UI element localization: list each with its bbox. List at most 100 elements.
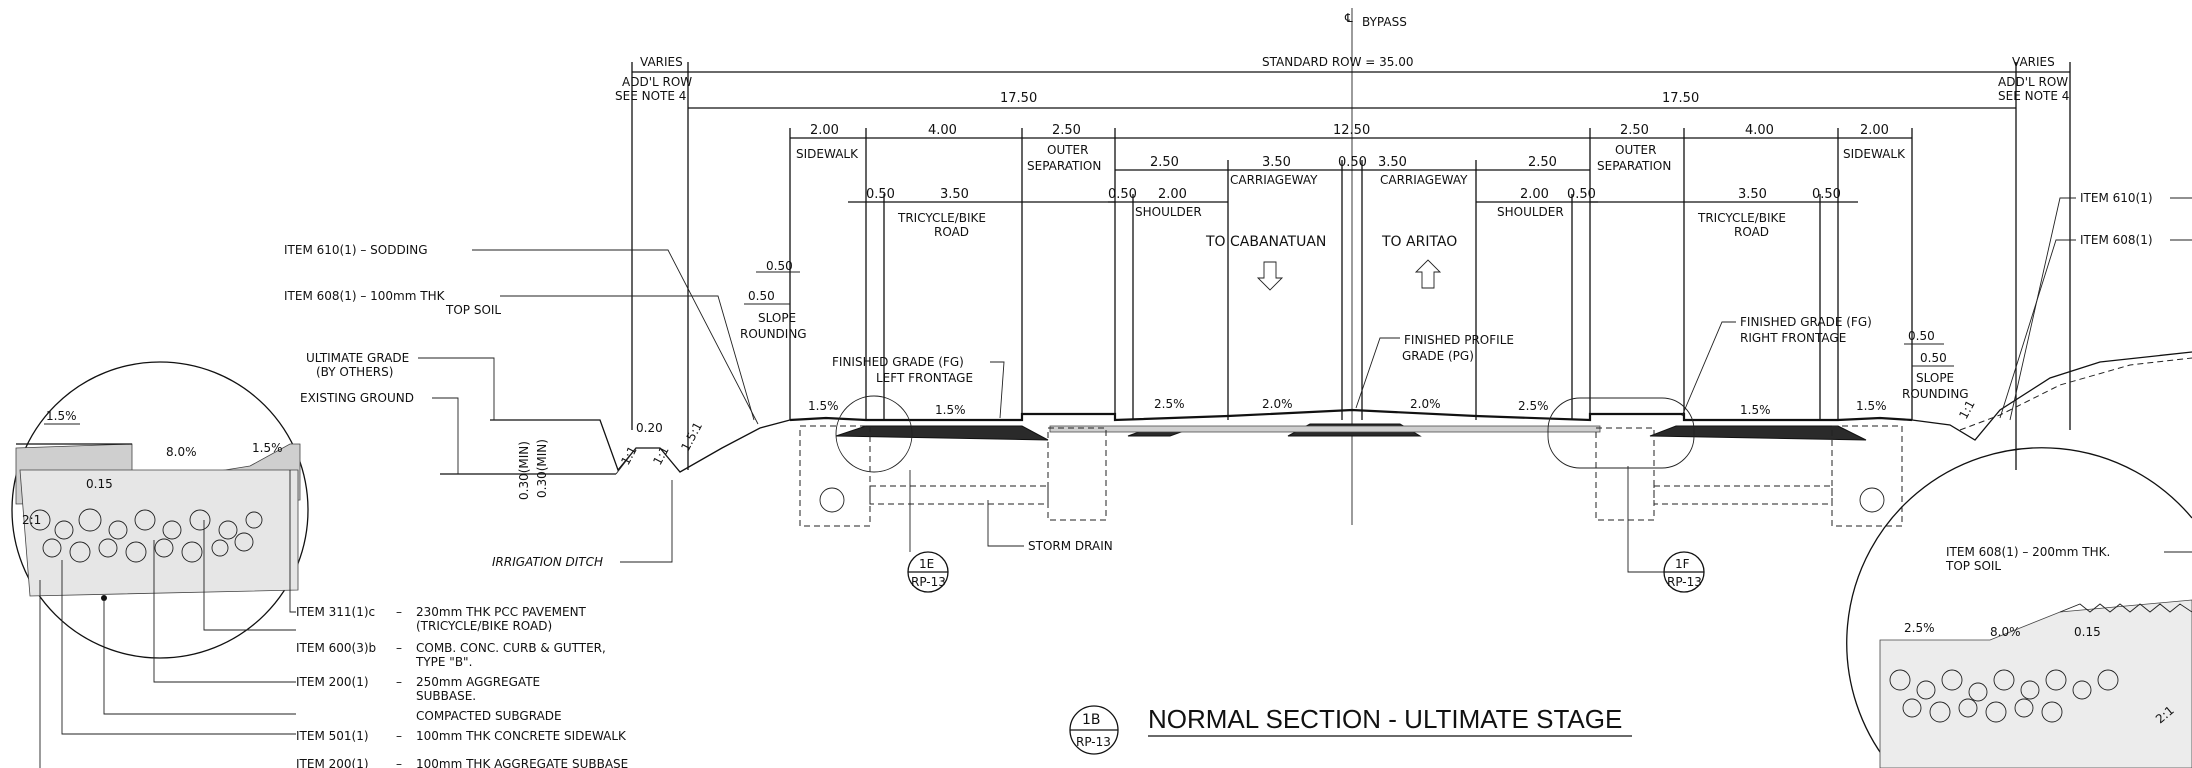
detail-reference-1e: 1E RP-13 [907,470,949,593]
varies-left: VARIES [640,55,683,69]
slope-3: 2.5% [1154,397,1185,411]
label-outer-sep-right-2: SEPARATION [1597,159,1671,173]
aggregate-stones [29,508,263,563]
slope-1: 1.5% [808,399,839,413]
detail-circle-right: ITEM 608(1) – 200mm THK. TOP SOIL 2.5% 8… [1846,447,2192,768]
arrow-up-icon [1414,259,1442,289]
ref-1f-bottom: RP-13 [1667,575,1702,589]
fg-left-2: LEFT FRONTAGE [876,371,973,385]
slope-rounding-r-dim-a: 0.50 [1908,329,1935,343]
ref-1e-top: 1E [919,557,934,571]
slope-5: 2.0% [1410,397,1441,411]
half-width-left: 17.50 [1000,91,1037,106]
legend-desc-6: 100mm THK AGGREGATE SUBBASE [416,757,628,768]
legend-desc-2a: COMB. CONC. CURB & GUTTER, [416,641,606,655]
section-title: NORMAL SECTION - ULTIMATE STAGE [1148,704,1622,734]
drawing-title: 1B RP-13 NORMAL SECTION - ULTIMATE STAGE [1069,704,1632,755]
dim-sidewalk-left: 2.00 [810,123,839,138]
callout-item608-a: ITEM 608(1) – 100mm THK [284,289,446,303]
detail-left-slope-2: 8.0% [166,445,197,459]
dim-gutter-right: 0.50 [1567,187,1596,202]
label-carriageway-left: CARRIAGEWAY [1230,173,1318,187]
dim-separation-right: 2.50 [1620,123,1649,138]
ref-1e-bottom: RP-13 [911,575,946,589]
detail-right-item-2: TOP SOIL [1945,559,2001,573]
dim-separation-left: 2.50 [1052,123,1081,138]
ref-1f-top: 1F [1675,557,1690,571]
label-carriageway-right: CARRIAGEWAY [1380,173,1468,187]
addl-row-right: ADD'L ROW [1998,75,2068,89]
legend-desc-1a: 230mm THK PCC PAVEMENT [416,605,587,619]
arrow-down-icon [1256,261,1284,291]
standard-row-label: STANDARD ROW = 35.00 [1262,55,1414,69]
callout-item608-b: TOP SOIL [445,303,501,317]
ultimate-grade-2: (BY OTHERS) [316,365,393,379]
callout-item610: ITEM 610(1) – SODDING [284,243,428,257]
legend-dash-2: – [396,641,402,655]
dim-curb-right: 0.50 [1812,187,1841,202]
label-outer-sep-left-2: SEPARATION [1027,159,1101,173]
slope-6: 2.5% [1518,399,1549,413]
slope-rounding-dim-a: 0.50 [766,259,793,273]
component-dimensions-row2: 2.50 3.50 0.50 3.50 2.50 CARRIAGEWAY CAR… [1115,155,1590,420]
addl-row-left: ADD'L ROW [622,75,692,89]
legend-desc-3b: SUBBASE. [416,689,476,703]
label-tricycle-right-2: ROAD [1734,225,1769,239]
slope-rounding-1: SLOPE [758,311,796,325]
see-note-left: SEE NOTE 4 [615,89,686,103]
ultimate-grade-1: ULTIMATE GRADE [306,351,409,365]
dim-bike-left: 4.00 [928,123,957,138]
label-outer-sep-right-1: OUTER [1615,143,1656,157]
label-tricycle-left-1: TRICYCLE/BIKE [897,211,986,225]
dim-shoulder-right: 2.50 [1528,155,1557,170]
side-slope-left: 1.5:1 [678,420,705,454]
roadway-profile: STORM DRAIN [440,351,2192,553]
label-tricycle-right-1: TRICYCLE/BIKE [1697,211,1786,225]
label-outer-sep-left-1: OUTER [1047,143,1088,157]
title-ref-bottom: RP-13 [1076,735,1111,749]
detail-right-slope-2: 8.0% [1990,625,2021,639]
centerline-marker: ℄ BYPASS [1344,8,1407,525]
component-dimensions-row1: 2.00 4.00 2.50 12.50 2.50 4.00 2.00 SIDE… [789,123,1913,420]
fg-left-1: FINISHED GRADE (FG) [832,355,964,369]
slope-rounding-r-2: ROUNDING [1902,387,1969,401]
slope-7: 1.5% [1740,403,1771,417]
centerline-symbol: ℄ [1344,11,1353,25]
label-to-cabanatuan: TO CABANATUAN [1205,234,1326,250]
detail-right-slope-1: 2.5% [1904,621,1935,635]
legend-dash-5: – [396,729,402,743]
irrigation-ditch-label: IRRIGATION DITCH [492,555,603,569]
legend-desc-1b: (TRICYCLE/BIKE ROAD) [416,619,552,633]
slope-rounding-dim-b: 0.50 [748,289,775,303]
dim-center: 12.50 [1333,123,1370,138]
legend-desc-5: 100mm THK CONCRETE SIDEWALK [416,729,627,743]
legend-item-6: ITEM 200(1) [296,757,369,768]
ditch-dim-030a: 0.30(MIN) [517,441,531,500]
detail-right-dim: 0.15 [2074,625,2101,639]
dim-shoulder-right-2: 2.00 [1520,187,1549,202]
fpg-1: FINISHED PROFILE [1404,333,1514,347]
dim-carriageway-right: 3.50 [1378,155,1407,170]
slope-rounding-r-dim-b: 0.50 [1920,351,1947,365]
callout-item608-right: ITEM 608(1) [2080,233,2153,247]
label-tricycle-left-2: ROAD [934,225,969,239]
ditch-slope-left: 1:1 [618,444,639,468]
dim-curb-left: 0.50 [866,187,895,202]
detail-left-dim: 0.15 [86,477,113,491]
slope-labels: 1.5% 1.5% 2.5% 2.0% 2.0% 2.5% 1.5% 1.5% … [618,397,1977,467]
slope-rounding-r-1: SLOPE [1916,371,1954,385]
legend-item-2: ITEM 600(3)b [296,641,376,655]
label-to-aritao: TO ARITAO [1381,234,1457,250]
slope-rounding-2: ROUNDING [740,327,807,341]
dim-bike-lane-left: 3.50 [940,187,969,202]
callout-item610-right: ITEM 610(1) [2080,191,2153,205]
detail-1f-outline [1547,397,1695,469]
varies-right: VARIES [2012,55,2055,69]
detail-circle-left: 1.5% 8.0% 1.5% 0.15 2:1 [11,361,309,768]
direction-arrows [1256,259,1442,291]
legend-desc-2b: TYPE "B". [415,655,472,669]
legend-dash-3: – [396,675,402,689]
side-slope-right: 1:1 [1956,398,1977,422]
label-sidewalk-right: SIDEWALK [1843,147,1906,161]
dim-sidewalk-right: 2.00 [1860,123,1889,138]
